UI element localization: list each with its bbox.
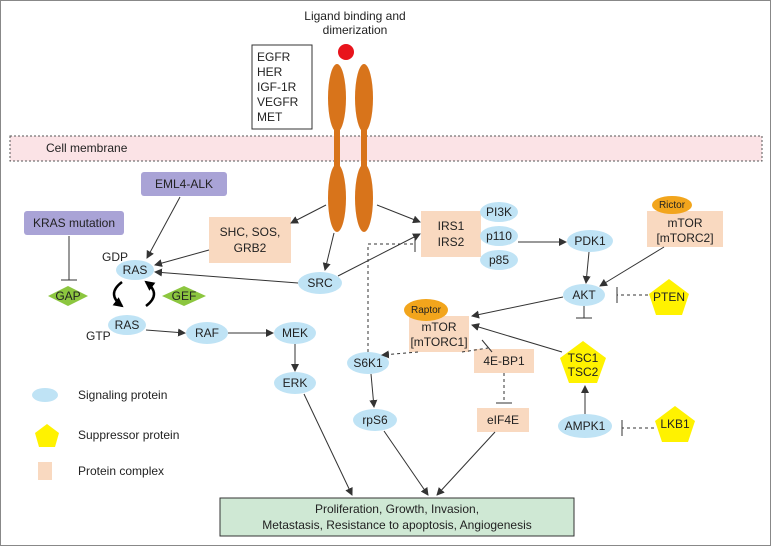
eml4-alk-label: EML4-ALK — [155, 177, 213, 191]
output-line2: Metastasis, Resistance to apoptosis, Ang… — [262, 518, 531, 532]
receptor-egfr: EGFR — [257, 50, 291, 64]
ras-bottom-label: RAS — [115, 318, 140, 332]
receptor-her: HER — [257, 65, 283, 79]
legend-suppressor-label: Suppressor protein — [78, 428, 179, 442]
erk-node — [274, 372, 316, 394]
shc-label-line1: SHC, SOS, — [220, 225, 281, 239]
ras-cycle-arrow-left — [112, 281, 124, 308]
receptor-dimer — [328, 64, 373, 232]
legend-signaling-label: Signaling protein — [78, 388, 167, 402]
mtorc2-line1: mTOR — [667, 216, 702, 230]
legend-signaling-swatch — [32, 388, 58, 402]
output-box — [219, 497, 575, 537]
ampk1-label: AMPK1 — [565, 419, 606, 433]
rictor-label: Rictor — [659, 200, 686, 211]
tsc1-label: TSC1 — [568, 351, 599, 365]
ras-top-node — [116, 260, 154, 280]
ampk1-node — [558, 414, 612, 438]
pi3k-node — [480, 202, 518, 222]
pten-label: PTEN — [653, 290, 685, 304]
lkb1-node — [655, 406, 695, 442]
raptor-label: Raptor — [411, 305, 442, 316]
kras-mutation-box — [24, 211, 124, 235]
pten-node — [649, 279, 689, 315]
receptor-met: MET — [257, 110, 283, 124]
irs-box — [421, 211, 481, 257]
eml4-alk-box — [141, 172, 227, 196]
receptor-vegfr: VEGFR — [257, 95, 299, 109]
connections — [61, 196, 665, 496]
ligand — [338, 44, 354, 60]
mek-label: MEK — [282, 326, 308, 340]
rictor-node — [652, 196, 692, 214]
ras-cycle-arrow-right — [144, 280, 156, 307]
receptor-list-box — [251, 44, 313, 130]
ras-top-label: RAS — [123, 263, 148, 277]
gtp-label: GTP — [86, 329, 111, 343]
mtorc1-box — [409, 316, 469, 352]
mtorc1-line1: mTOR — [421, 320, 456, 334]
gap-node — [48, 286, 88, 306]
receptor-igf1r: IGF-1R — [257, 80, 297, 94]
pi3k-label: PI3K — [486, 205, 512, 219]
src-label: SRC — [307, 276, 333, 290]
rps6-label: rpS6 — [362, 413, 388, 427]
p110-label: p110 — [486, 229, 512, 243]
mek-node — [274, 322, 316, 344]
raf-node — [186, 322, 228, 344]
shc-label-line2: GRB2 — [234, 241, 267, 255]
akt-label: AKT — [572, 288, 596, 302]
4ebp1-label: 4E-BP1 — [483, 354, 525, 368]
mtorc2-line2: [mTORC2] — [656, 231, 713, 245]
membrane-label: Cell membrane — [46, 141, 128, 155]
legend-complex-label: Protein complex — [78, 464, 164, 478]
raf-label: RAF — [195, 326, 219, 340]
tsc2-label: TSC2 — [568, 365, 599, 379]
pdk1-label: PDK1 — [574, 234, 606, 248]
s6k1-node — [347, 352, 389, 374]
p110-node — [480, 226, 518, 246]
title-line1: Ligand binding and — [304, 9, 405, 23]
pdk1-node — [567, 230, 613, 252]
irs1-label: IRS1 — [438, 219, 465, 233]
lkb1-label: LKB1 — [660, 417, 690, 431]
ras-bottom-node — [108, 315, 146, 335]
4ebp1-box — [474, 349, 534, 373]
irs2-label: IRS2 — [438, 235, 465, 249]
eif4e-box — [477, 408, 529, 432]
mtorc1-line2: [mTORC1] — [410, 335, 467, 349]
p85-node — [480, 250, 518, 270]
mtorc2-box — [647, 211, 723, 247]
raptor-node — [404, 299, 448, 321]
shc-sos-grb2-box — [209, 217, 291, 263]
rps6-node — [353, 409, 397, 431]
eif4e-label: eIF4E — [487, 413, 519, 427]
akt-node — [563, 284, 605, 306]
p85-label: p85 — [489, 253, 509, 267]
output-line1: Proliferation, Growth, Invasion, — [315, 502, 479, 516]
gap-label: GAP — [55, 289, 80, 303]
cell-membrane — [9, 135, 763, 162]
s6k1-label: S6K1 — [353, 356, 383, 370]
gef-node — [162, 286, 206, 306]
erk-label: ERK — [283, 376, 308, 390]
legend-complex-swatch — [38, 462, 52, 480]
kras-mutation-label: KRAS mutation — [33, 216, 115, 230]
title-line2: dimerization — [323, 23, 388, 37]
src-node — [298, 272, 342, 294]
tsc-node — [560, 341, 606, 383]
legend-suppressor-swatch — [35, 424, 59, 447]
gef-label: GEF — [172, 289, 197, 303]
gdp-label: GDP — [102, 250, 128, 264]
